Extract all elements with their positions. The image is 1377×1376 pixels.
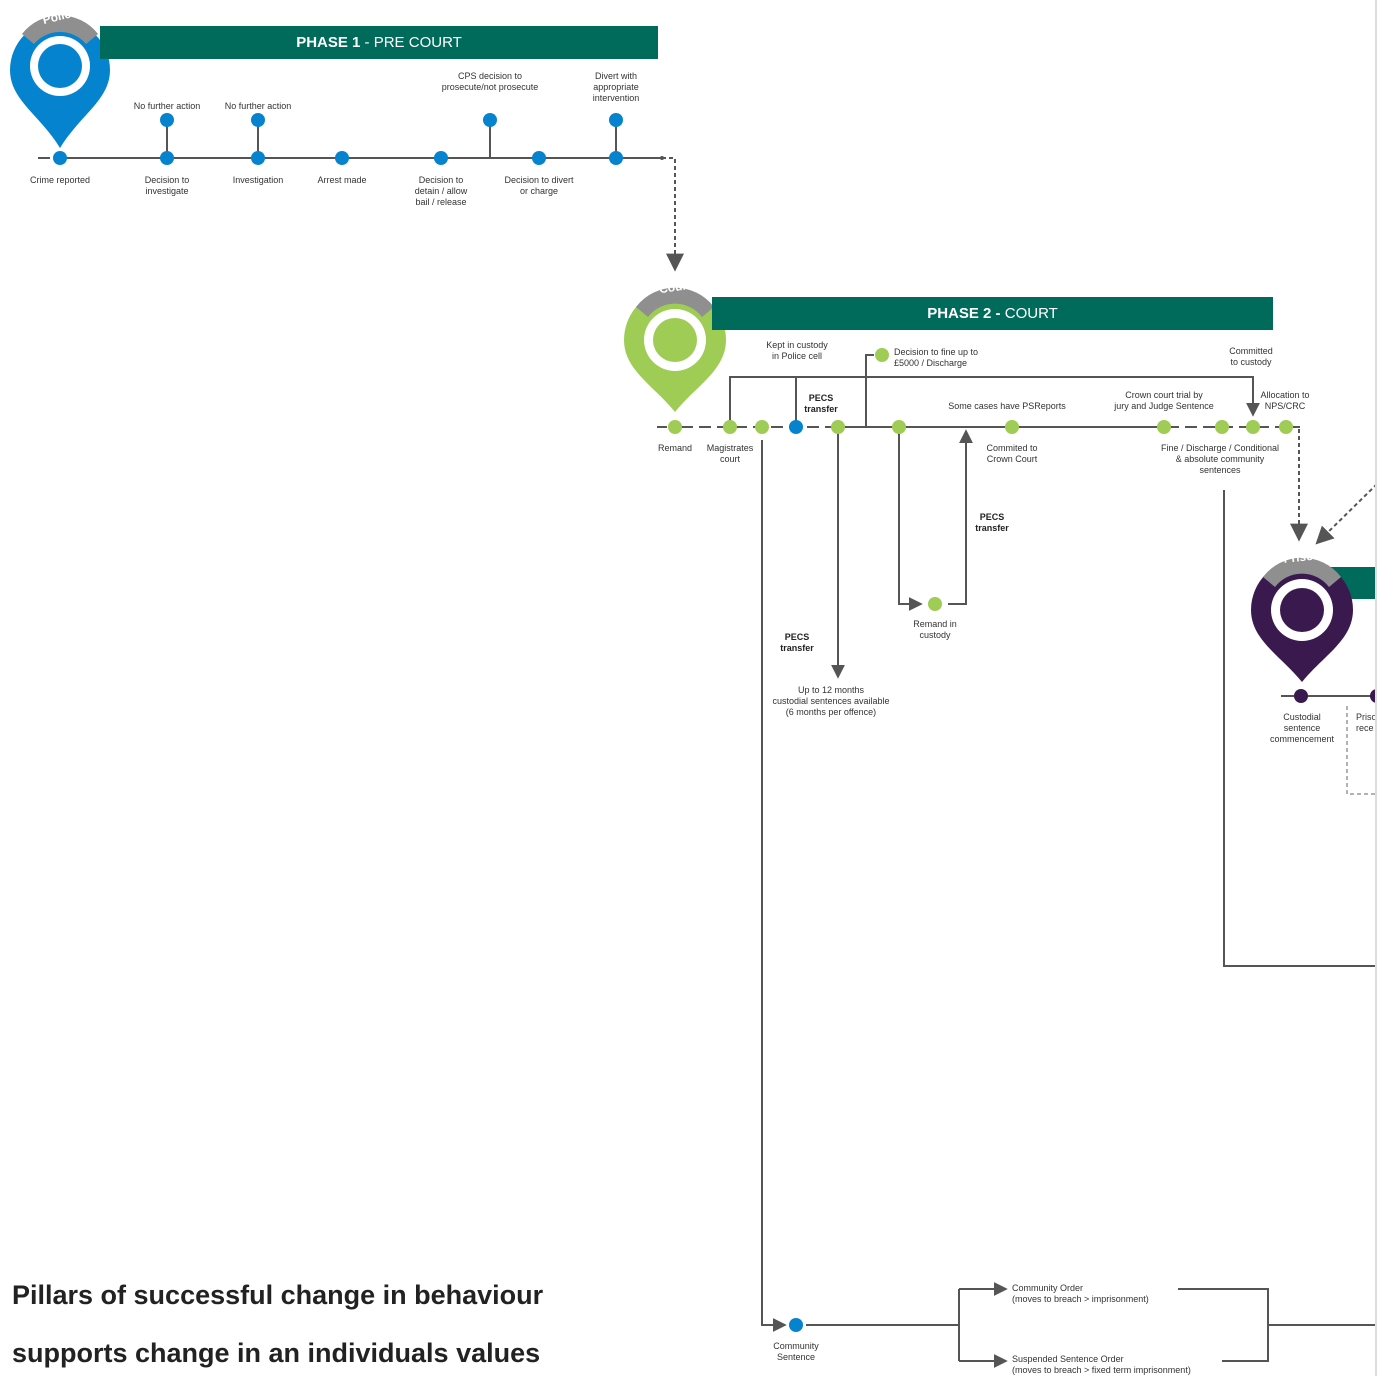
node-court-5 [831, 420, 845, 434]
node-allocation [1279, 420, 1293, 434]
label-up-to-12: Up to 12 months custodial sentences avai… [772, 685, 890, 717]
label-kept-custody: Kept in custody in Police cell [766, 340, 828, 361]
label-magistrates: Magistrates court [706, 443, 754, 464]
node-divert-intervention [609, 113, 623, 127]
label-decision-detain: Decision to detain / allow bail / releas… [414, 175, 468, 207]
label-cps: CPS decision to prosecute/not prosecute [441, 71, 539, 92]
label-fine-discharge: Fine / Discharge / Conditional & absolut… [1160, 443, 1280, 475]
node-crown-1 [1157, 420, 1171, 434]
label-crime-reported: Crime reported [29, 175, 91, 185]
label-decision-divert: Decision to divert or charge [504, 175, 574, 196]
node-court-6 [892, 420, 906, 434]
footer-heading-line2: supports change in an individuals values [12, 1338, 541, 1368]
label-crown-trial: Crown court trial by jury and Judge Sent… [1114, 390, 1214, 411]
node-detain [434, 151, 448, 165]
police-pin-icon [10, 15, 110, 148]
node-committed-crown [1005, 420, 1019, 434]
node-court-3 [755, 420, 769, 434]
node-nfa1 [160, 113, 174, 127]
node-crime-reported [53, 151, 67, 165]
phase1-banner-rest: - PRE COURT [360, 34, 462, 51]
label-pecs-top: PECS transfer [804, 393, 838, 414]
label-prison-reception: Priso rece [1356, 712, 1377, 733]
label-custodial: Custodial sentence commencement [1269, 712, 1335, 744]
phase1-banner-bold: PHASE 1 [296, 34, 361, 51]
node-crown-3 [1246, 420, 1260, 434]
node-pecs-transfer [789, 420, 803, 434]
phase2-banner-bold: PHASE 2 - [927, 305, 1001, 322]
phase2-banner: PHASE 2 - COURT [712, 297, 1273, 330]
phase2-nodes [668, 348, 1293, 1332]
prison-pin-icon [1251, 557, 1353, 682]
node-remand-custody [928, 597, 942, 611]
label-pecs-left: PECS transfer [780, 632, 814, 653]
label-divert-intervention: Divert with appropriate intervention [592, 71, 640, 103]
phase2-dashed-arrows [1287, 426, 1377, 545]
label-committed-custody: Committed to custody [1229, 346, 1273, 367]
node-phase1-end [609, 151, 623, 165]
label-suspended-order: Suspended Sentence Order (moves to breac… [1012, 1354, 1191, 1375]
label-pecs-right: PECS transfer [975, 512, 1009, 533]
node-decision-investigate [160, 151, 174, 165]
node-remand [668, 420, 682, 434]
node-fine-top [875, 348, 889, 362]
node-custodial [1294, 689, 1308, 703]
phase1-banner: PHASE 1 - PRE COURT [100, 26, 658, 59]
label-investigation: Investigation [232, 175, 284, 185]
footer-heading-line1: Pillars of successful change in behaviou… [12, 1280, 544, 1310]
node-magistrates [723, 420, 737, 434]
node-arrest [335, 151, 349, 165]
node-divert-charge [532, 151, 546, 165]
phase2-lines [657, 354, 1377, 1368]
label-fine-top: Decision to fine up to £5000 / Discharge [894, 347, 979, 368]
node-cps [483, 113, 497, 127]
label-remand: Remand [657, 443, 693, 453]
label-nfa1: No further action [133, 101, 201, 111]
node-nfa2 [251, 113, 265, 127]
phase2-banner-rest: COURT [1000, 305, 1058, 322]
label-some-cases: Some cases have PSReports [948, 401, 1066, 411]
phase1-nodes [53, 113, 623, 165]
label-community-order: Community Order (moves to breach > impri… [1012, 1283, 1149, 1304]
right-edge-divider [1375, 0, 1377, 1376]
label-committed-crown: Commited to Crown Court [986, 443, 1038, 464]
label-remand-custody: Remand in custody [913, 619, 957, 640]
label-nfa2: No further action [224, 101, 292, 111]
label-allocation: Allocation to NPS/CRC [1260, 390, 1310, 411]
node-community-sentence [789, 1318, 803, 1332]
node-investigation [251, 151, 265, 165]
court-pin-icon [624, 287, 726, 412]
label-arrest-made: Arrest made [317, 175, 367, 185]
node-crown-2 [1215, 420, 1229, 434]
label-community-sentence: Community Sentence [773, 1341, 819, 1362]
label-decision-investigate: Decision to investigate [144, 175, 190, 196]
